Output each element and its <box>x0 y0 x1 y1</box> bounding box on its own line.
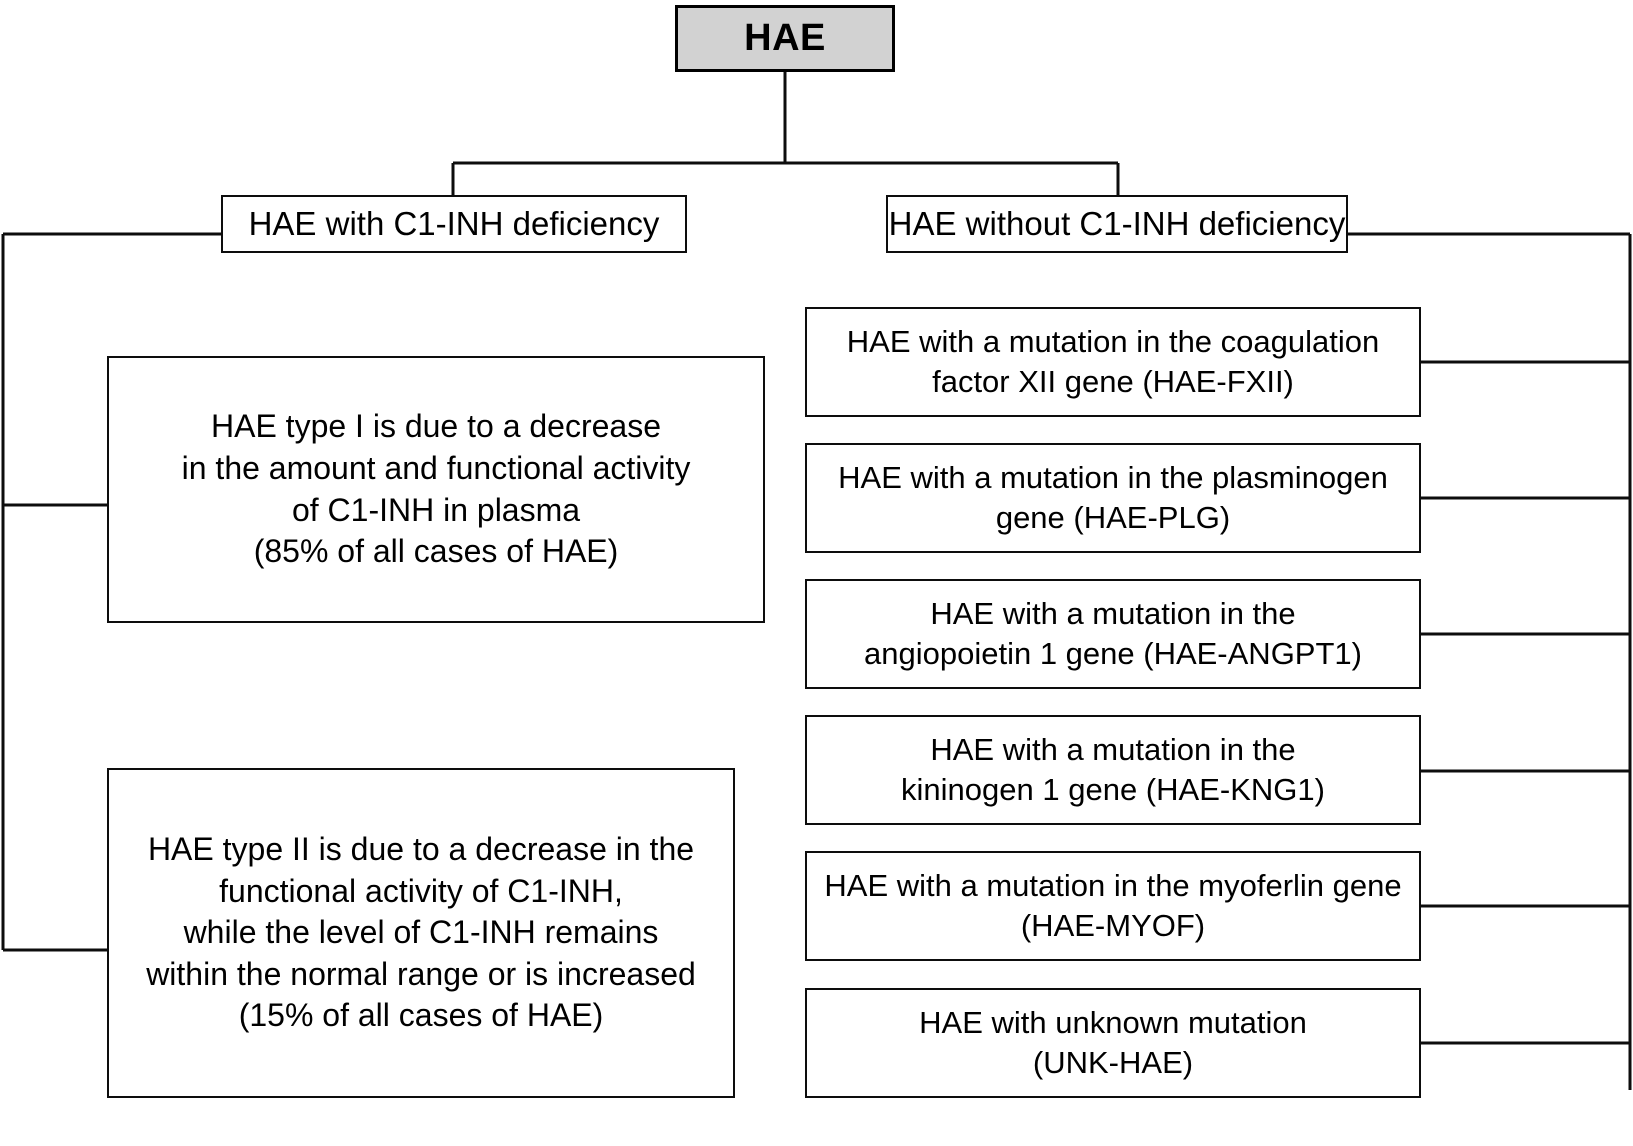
node-hae-with-c1inh[interactable]: HAE with C1-INH deficiency <box>221 195 687 253</box>
node-unk-hae-label: HAE with unknown mutation (UNK-HAE) <box>919 1004 1307 1080</box>
node-hae-kng1-label: HAE with a mutation in the kininogen 1 g… <box>901 731 1325 807</box>
node-hae-type-1-label: HAE type I is due to a decrease in the a… <box>181 408 691 570</box>
node-hae-type-1[interactable]: HAE type I is due to a decrease in the a… <box>107 356 765 623</box>
node-hae-angpt1[interactable]: HAE with a mutation in the angiopoietin … <box>805 579 1421 689</box>
node-hae-type-2-label: HAE type II is due to a decrease in the … <box>146 831 696 1034</box>
node-hae-without-c1inh-label: HAE without C1-INH deficiency <box>888 204 1346 242</box>
node-hae-kng1[interactable]: HAE with a mutation in the kininogen 1 g… <box>805 715 1421 825</box>
node-hae-angpt1-label: HAE with a mutation in the angiopoietin … <box>864 595 1362 671</box>
node-hae-without-c1inh[interactable]: HAE without C1-INH deficiency <box>886 195 1348 253</box>
node-hae-type-2[interactable]: HAE type II is due to a decrease in the … <box>107 768 735 1098</box>
node-hae-plg-label: HAE with a mutation in the plasminogen g… <box>838 459 1388 535</box>
node-hae-fxii[interactable]: HAE with a mutation in the coagulation f… <box>805 307 1421 417</box>
node-hae-with-c1inh-label: HAE with C1-INH deficiency <box>248 204 660 242</box>
node-hae-root[interactable]: HAE <box>675 5 895 72</box>
node-hae-root-label: HAE <box>744 16 826 59</box>
node-unk-hae[interactable]: HAE with unknown mutation (UNK-HAE) <box>805 988 1421 1098</box>
node-hae-plg[interactable]: HAE with a mutation in the plasminogen g… <box>805 443 1421 553</box>
node-hae-myof[interactable]: HAE with a mutation in the myoferlin gen… <box>805 851 1421 961</box>
node-hae-fxii-label: HAE with a mutation in the coagulation f… <box>846 323 1380 399</box>
node-hae-myof-label: HAE with a mutation in the myoferlin gen… <box>824 867 1402 943</box>
